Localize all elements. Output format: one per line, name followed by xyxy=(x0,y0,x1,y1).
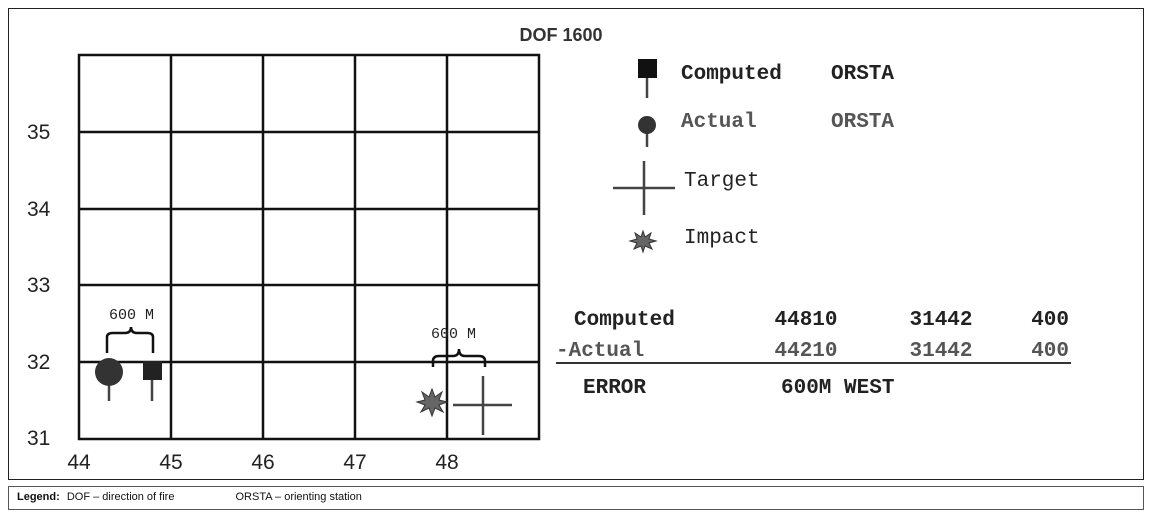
computed-row-alt: 400 xyxy=(1031,309,1069,332)
computed-orsta-marker xyxy=(143,361,162,401)
computed-row-label: Computed xyxy=(574,309,675,332)
key-computed-label: Computed xyxy=(681,63,782,86)
orsta-offset-bracket xyxy=(105,326,155,353)
legend-dof: DOF – direction of fire xyxy=(66,491,175,503)
y-label-31: 31 xyxy=(27,427,50,450)
actual-row-y: 31442 xyxy=(909,340,972,363)
computed-row-y: 31442 xyxy=(909,309,972,332)
error-label: ERROR xyxy=(583,377,646,400)
legend-bar: Legend: DOF – direction of fire ORSTA – … xyxy=(8,486,1144,510)
diagram-title: DOF 1600 xyxy=(519,25,602,45)
orsta-offset-label: 600 M xyxy=(109,307,154,324)
key-actual-icon xyxy=(638,116,656,147)
y-label-33: 33 xyxy=(27,274,50,297)
key-target-icon xyxy=(613,161,675,215)
actual-row-label: -Actual xyxy=(556,340,644,363)
actual-row-alt: 400 xyxy=(1031,340,1069,363)
diagram-canvas: DOF 1600 35 34 33 32 31 44 45 46 47 48 6… xyxy=(27,25,1071,474)
target-marker xyxy=(453,376,512,435)
x-label-48: 48 xyxy=(435,451,458,474)
error-value: 600M WEST xyxy=(781,377,894,400)
computed-row-x: 44810 xyxy=(774,309,837,332)
error-computation: Computed 44810 31442 400 -Actual 44210 3… xyxy=(556,309,1071,400)
x-axis-labels: 44 45 46 47 48 xyxy=(67,451,458,474)
x-label-47: 47 xyxy=(343,451,366,474)
impact-offset-bracket xyxy=(431,348,487,367)
key-actual-suffix: ORSTA xyxy=(831,111,894,134)
legend-heading: Legend: xyxy=(17,491,60,503)
impact-marker xyxy=(415,387,449,418)
key-impact-label: Impact xyxy=(684,227,760,250)
key-computed-suffix: ORSTA xyxy=(831,63,894,86)
key-target-label: Target xyxy=(684,170,760,193)
actual-orsta-marker xyxy=(95,358,123,401)
key-actual-label: Actual xyxy=(681,111,757,134)
legend-orsta: ORSTA – orienting station xyxy=(235,491,362,503)
y-axis-labels: 35 34 33 32 31 xyxy=(27,121,51,450)
key-computed-icon xyxy=(638,59,657,98)
map-grid xyxy=(77,53,541,441)
x-label-44: 44 xyxy=(67,451,91,474)
key-impact-icon xyxy=(628,229,658,254)
symbol-key: Computed ORSTA Actual ORSTA Target Impac… xyxy=(613,59,894,254)
impact-offset-label: 600 M xyxy=(431,326,476,343)
x-label-46: 46 xyxy=(251,451,274,474)
y-label-35: 35 xyxy=(27,121,50,144)
y-label-32: 32 xyxy=(27,351,50,374)
actual-row-x: 44210 xyxy=(774,340,837,363)
x-label-45: 45 xyxy=(159,451,182,474)
diagram-frame: DOF 1600 35 34 33 32 31 44 45 46 47 48 6… xyxy=(8,8,1144,480)
y-label-34: 34 xyxy=(27,198,51,221)
